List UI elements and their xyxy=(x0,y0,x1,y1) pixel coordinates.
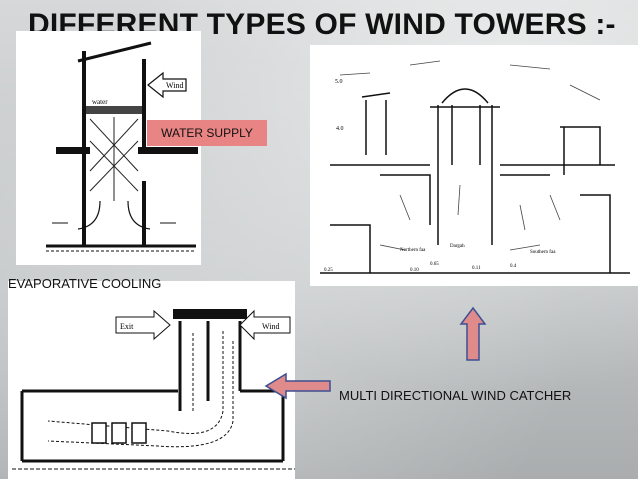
dim-025-text: 0.25 xyxy=(324,268,333,273)
multi-directional-diagram: 5.0 4.0 Northern faa Dargah Southern faa… xyxy=(310,45,638,286)
evaporative-cooling-label: EVAPORATIVE COOLING xyxy=(8,276,162,291)
wind-catcher-section-diagram: Exit Wind xyxy=(8,281,295,479)
dim-010-text: 0.10 xyxy=(410,268,419,273)
dargah-text: Dargah xyxy=(450,244,465,249)
northern-text: Northern faa xyxy=(400,248,426,253)
dim-50-text: 5.0 xyxy=(335,79,343,85)
wind-text: Wind xyxy=(166,81,183,90)
water-supply-label: WATER SUPPLY xyxy=(147,120,267,146)
dim-065-text: 0.65 xyxy=(430,262,439,267)
dim-011-text: 0.11 xyxy=(472,266,481,271)
dim-40-text: 4.0 xyxy=(336,126,344,132)
wind-in-text: Wind xyxy=(262,322,279,331)
multi-directional-label: MULTI DIRECTIONAL WIND CATCHER xyxy=(339,388,572,403)
water-text: water xyxy=(92,98,108,106)
dim-04-text: 0.4 xyxy=(510,264,517,269)
southern-text: Southern faa xyxy=(530,250,556,255)
evaporative-tower-diagram: Wind water xyxy=(16,31,201,265)
exit-text: Exit xyxy=(120,322,134,331)
